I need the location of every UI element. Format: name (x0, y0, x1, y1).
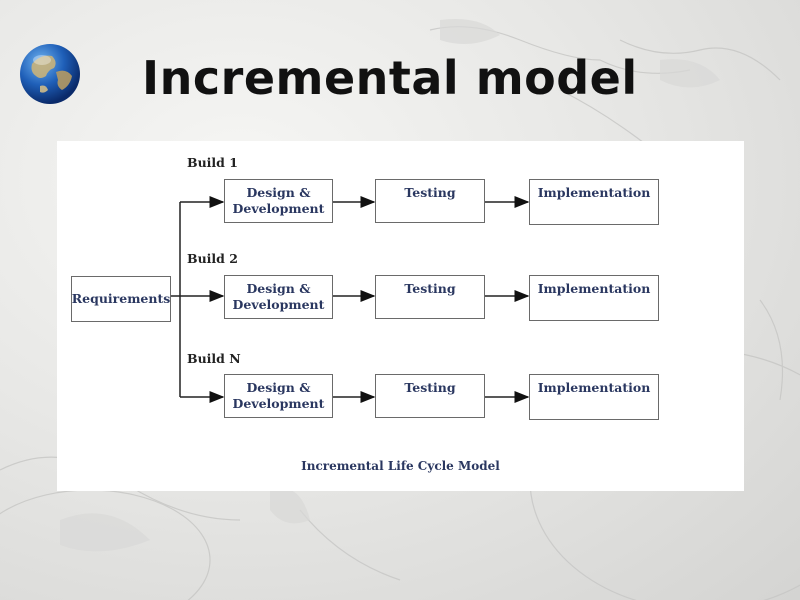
build-2-implementation-box: Implementation (529, 275, 659, 321)
build-2-label: Build 2 (187, 251, 238, 266)
design-label: Design & Development (232, 380, 325, 411)
implementation-label: Implementation (537, 185, 651, 200)
testing-label: Testing (404, 185, 456, 200)
design-label: Design & Development (232, 185, 325, 216)
build-1-testing-box: Testing (375, 179, 485, 223)
testing-label: Testing (404, 281, 456, 296)
build-2-design-box: Design & Development (224, 275, 333, 319)
build-2-testing-box: Testing (375, 275, 485, 319)
build-1-implementation-box: Implementation (529, 179, 659, 225)
requirements-box: Requirements (71, 276, 171, 322)
connector-lines (170, 196, 530, 403)
design-label: Design & Development (232, 281, 325, 312)
diagram-caption: Incremental Life Cycle Model (301, 459, 500, 473)
build-n-label: Build N (187, 351, 241, 366)
testing-label: Testing (404, 380, 456, 395)
implementation-label: Implementation (537, 281, 651, 296)
globe-icon (20, 44, 80, 104)
requirements-label: Requirements (71, 291, 171, 306)
build-1-label: Build 1 (187, 155, 238, 170)
diagram-panel: Requirements Build 1 Design & Developmen… (57, 141, 744, 491)
implementation-label: Implementation (537, 380, 651, 395)
slide-title: Incremental model (142, 51, 638, 105)
build-n-implementation-box: Implementation (529, 374, 659, 420)
build-1-design-box: Design & Development (224, 179, 333, 223)
build-n-design-box: Design & Development (224, 374, 333, 418)
build-n-testing-box: Testing (375, 374, 485, 418)
